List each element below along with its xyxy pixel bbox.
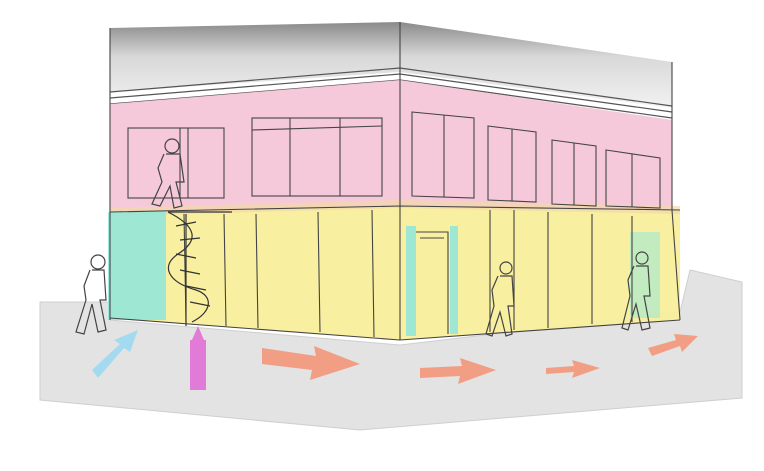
sketch-canvas <box>0 0 764 471</box>
building-sketch <box>0 0 764 471</box>
